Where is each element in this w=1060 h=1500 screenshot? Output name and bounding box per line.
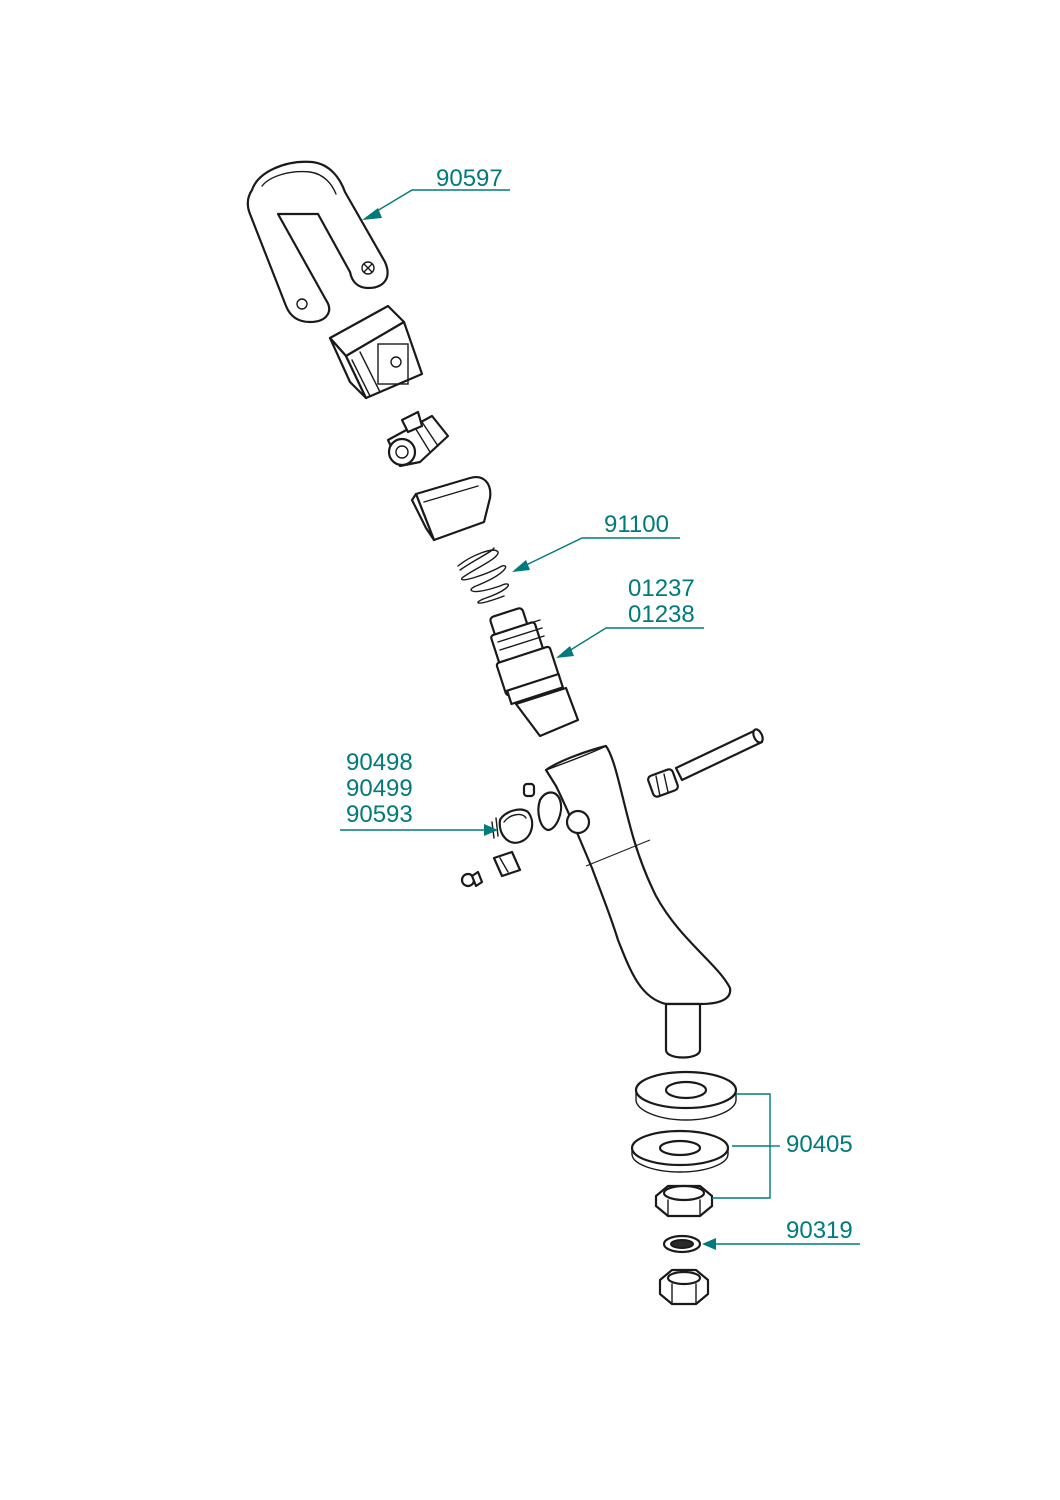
tap-shank (664, 1002, 702, 1059)
handle-adapter (328, 304, 424, 400)
leader-90319 (702, 1238, 860, 1250)
leader-91100 (512, 537, 680, 572)
part-number: 90405 (786, 1131, 853, 1158)
washer-top (634, 1070, 738, 1121)
hex-nut-bottom (658, 1268, 710, 1306)
knurled-nut (647, 768, 679, 798)
leader-cartridge (556, 627, 704, 658)
tap-body (537, 744, 732, 1006)
callout-cartridge: 01237 01238 (628, 576, 695, 628)
part-number: 90597 (436, 165, 503, 192)
part-number: 01238 (628, 601, 695, 628)
button-cap (410, 476, 492, 542)
callout-small-parts: 90498 90499 90593 (346, 750, 413, 828)
leader-bushing (340, 824, 498, 836)
bracket-90405 (712, 1093, 780, 1199)
callout-90319: 90319 (786, 1218, 853, 1244)
filter-washer (662, 1234, 702, 1254)
washer-middle (630, 1129, 730, 1173)
callout-90405: 90405 (786, 1132, 853, 1158)
lever-handle (246, 160, 389, 324)
cam-clip (386, 410, 450, 468)
part-number: 01237 (628, 575, 695, 602)
part-number: 90498 (346, 749, 413, 776)
part-number: 90319 (786, 1217, 853, 1244)
part-number: 91100 (604, 511, 669, 538)
small-screw (460, 870, 484, 888)
callout-91100: 91100 (604, 512, 669, 538)
callout-90597: 90597 (436, 166, 503, 192)
part-number: 90499 (346, 775, 413, 802)
part-number: 90593 (346, 801, 413, 828)
pin-rod (674, 728, 764, 782)
hex-nut-large (654, 1184, 714, 1218)
bushing (491, 808, 534, 844)
grub-screw (522, 782, 536, 798)
leader-90597 (362, 189, 510, 220)
cartridge (489, 607, 580, 738)
spring (457, 547, 509, 604)
insert-piece (492, 850, 522, 878)
